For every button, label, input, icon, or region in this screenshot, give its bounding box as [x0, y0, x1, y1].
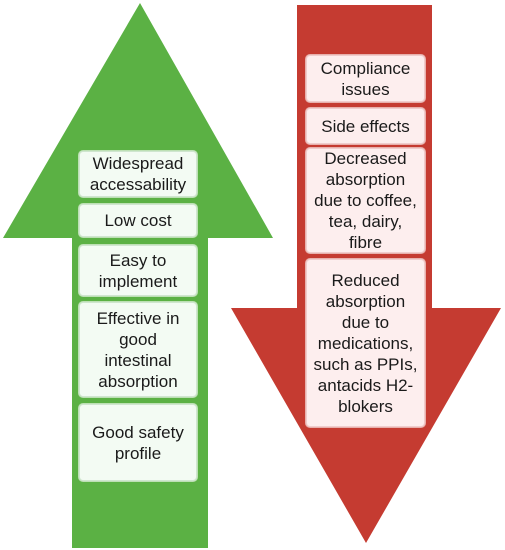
advantage-box-effective: Effective in good intestinal absorption [79, 302, 197, 397]
advantage-box-easy: Easy to implement [79, 245, 197, 296]
disadvantage-box-compliance: Compliance issues [306, 55, 425, 102]
disadvantage-label: Reduced absorption due to medications, s… [313, 270, 418, 416]
advantage-label: Easy to implement [98, 250, 178, 291]
disadvantage-box-decreased-absorption: Decreased absorption due to coffee, tea,… [306, 148, 425, 253]
disadvantage-box-reduced-absorption: Reduced absorption due to medications, s… [306, 259, 425, 427]
advantage-box-low-cost: Low cost [79, 204, 197, 237]
disadvantage-box-side-effects: Side effects [306, 108, 425, 144]
disadvantage-label: Decreased absorption due to coffee, tea,… [314, 149, 417, 252]
advantage-label: Widespread accessability [89, 154, 187, 194]
advantage-label: Effective in good intestinal absorption [96, 308, 180, 391]
advantage-box-safety: Good safety profile [79, 404, 197, 481]
advantage-label: Good safety profile [92, 422, 184, 463]
disadvantage-label: Compliance issues [320, 58, 411, 99]
disadvantage-label: Side effects [321, 116, 410, 136]
advantage-label: Low cost [104, 211, 172, 230]
advantage-box-accessibility: Widespread accessability [79, 151, 197, 197]
